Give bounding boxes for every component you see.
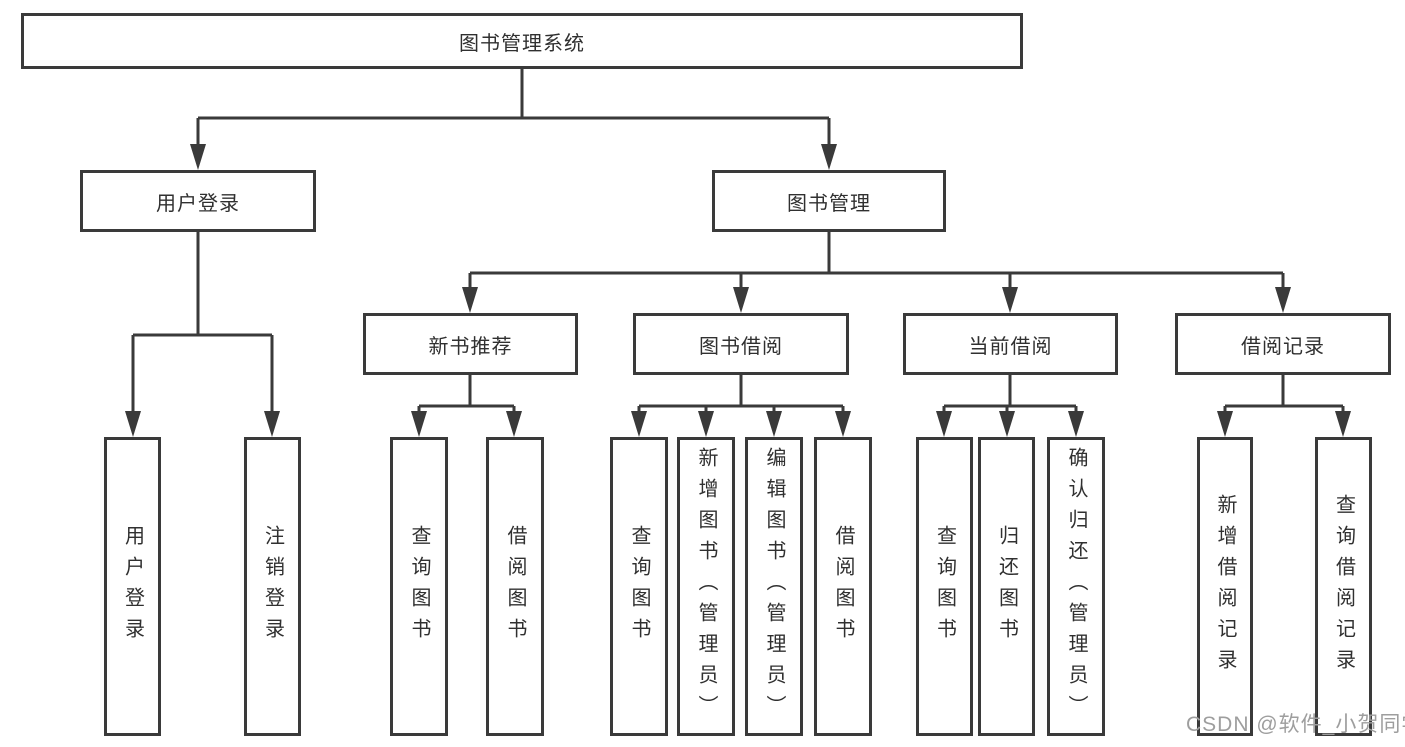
node-label: 新书推荐 — [428, 335, 513, 358]
leaf-borrow-books-recommend: 借阅图书 — [486, 437, 544, 736]
node-label: 注销登录 — [261, 524, 284, 649]
leaf-add-books-admin: 新增图书（管理员） — [677, 437, 735, 736]
leaf-borrow-books-borrowing: 借阅图书 — [814, 437, 872, 736]
leaf-query-books-recommend: 查询图书 — [390, 437, 448, 736]
node-label: 图书管理系统 — [459, 32, 585, 55]
node-new-book-recommendation: 新书推荐 — [363, 313, 578, 375]
node-label: 用户登录 — [156, 192, 240, 215]
node-label: 新增借阅记录 — [1214, 493, 1236, 680]
node-label: 归还图书 — [995, 524, 1018, 649]
leaf-confirm-return-admin: 确认归还（管理员） — [1047, 437, 1105, 736]
node-book-management: 图书管理 — [712, 170, 946, 232]
node-label: 借阅图书 — [504, 524, 526, 649]
node-borrowing-records: 借阅记录 — [1175, 313, 1391, 375]
leaf-query-borrow-record: 查询借阅记录 — [1315, 437, 1372, 736]
node-label: 查询借阅记录 — [1332, 493, 1355, 680]
node-label: 新增图书（管理员） — [695, 447, 717, 726]
node-label: 查询图书 — [933, 524, 956, 649]
leaf-return-books: 归还图书 — [978, 437, 1035, 736]
node-label: 查询图书 — [408, 524, 430, 649]
node-label: 编辑图书（管理员） — [763, 447, 785, 726]
node-label: 借阅图书 — [832, 524, 854, 649]
node-library-system: 图书管理系统 — [21, 13, 1023, 69]
node-label: 确认归还（管理员） — [1065, 447, 1087, 726]
leaf-query-books-current: 查询图书 — [916, 437, 973, 736]
watermark: CSDN @软件_小贺同学 — [1186, 713, 1405, 736]
node-label: 查询图书 — [628, 524, 650, 649]
node-user-login: 用户登录 — [80, 170, 316, 232]
node-label: 图书管理 — [787, 192, 871, 215]
node-label: 用户登录 — [121, 524, 144, 649]
node-current-borrowing: 当前借阅 — [903, 313, 1118, 375]
leaf-logout: 注销登录 — [244, 437, 301, 736]
node-label: 图书借阅 — [699, 335, 783, 358]
node-label: 当前借阅 — [968, 335, 1053, 358]
leaf-edit-books-admin: 编辑图书（管理员） — [745, 437, 803, 736]
node-book-borrowing: 图书借阅 — [633, 313, 849, 375]
leaf-user-login: 用户登录 — [104, 437, 161, 736]
leaf-add-borrow-record: 新增借阅记录 — [1197, 437, 1253, 736]
leaf-query-books-borrowing: 查询图书 — [610, 437, 668, 736]
node-label: 借阅记录 — [1241, 335, 1325, 358]
